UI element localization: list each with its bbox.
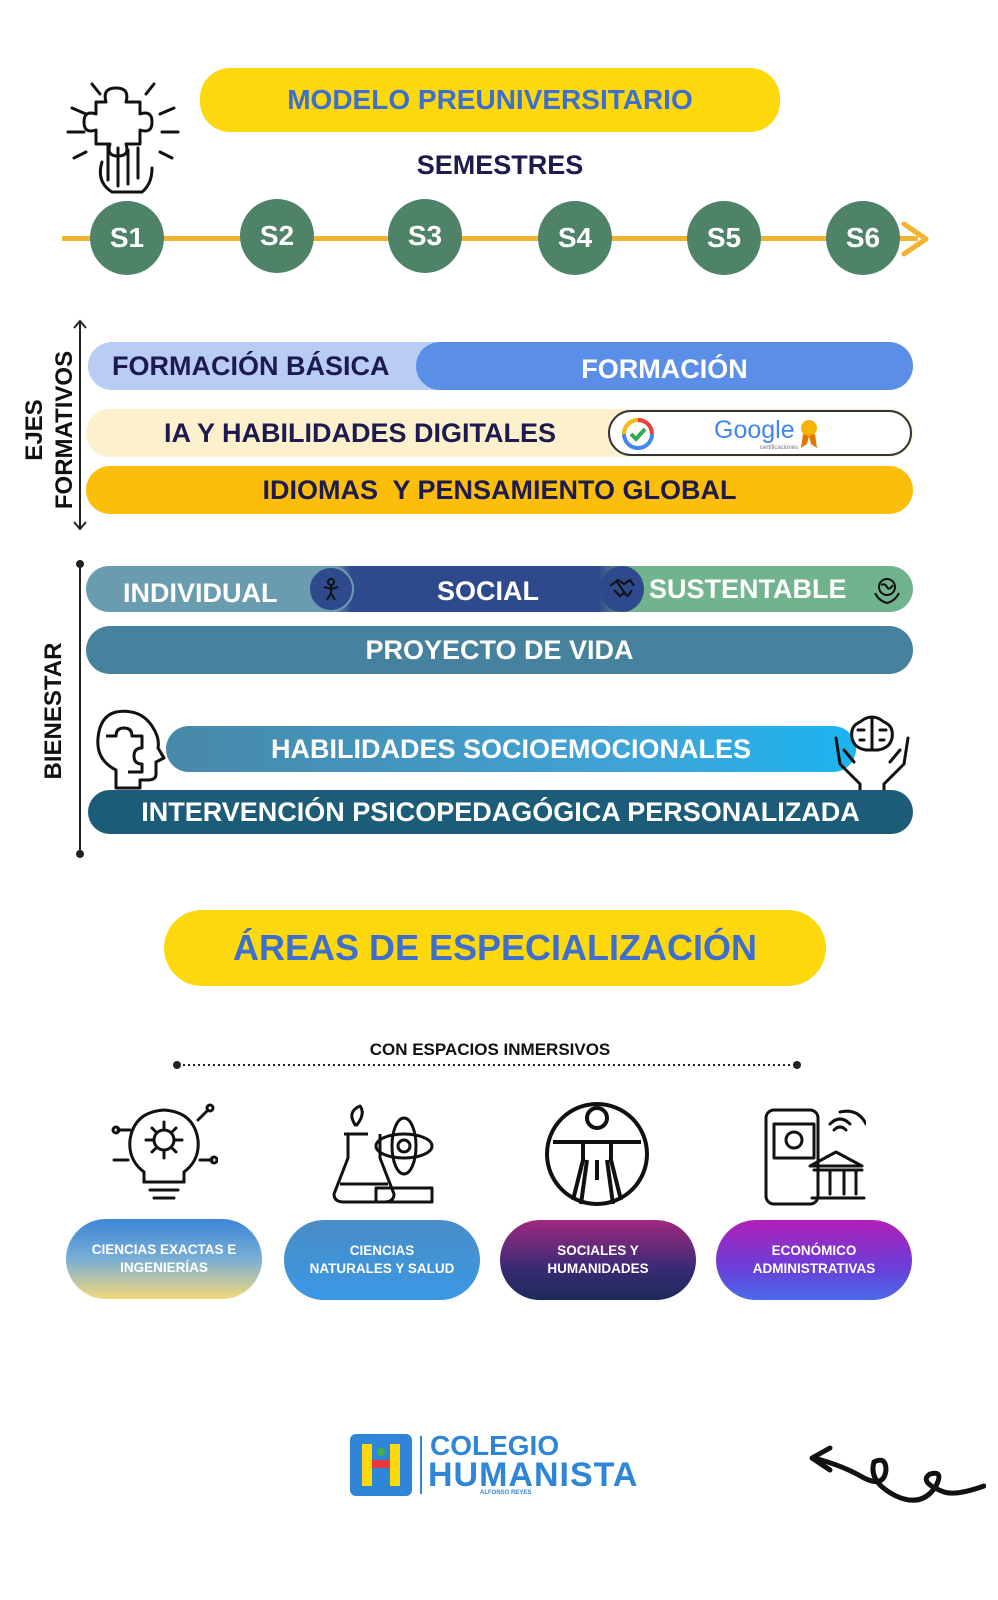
bienestar-dimensions-bar: INDIVIDUAL SOCIAL SUSTENTABLE xyxy=(86,566,913,612)
dotted-divider xyxy=(172,1060,802,1070)
lightbulb-gear-icon xyxy=(110,1100,218,1206)
logo-small: ALFONSO REYES xyxy=(480,1490,532,1496)
sustentable-label: SUSTENTABLE xyxy=(649,574,847,604)
head-puzzle-icon xyxy=(86,706,166,790)
formacion-label: FORMACIÓN xyxy=(581,353,748,384)
intervencion-bar: INTERVENCIÓN PSICOPEDAGÓGICA PERSONALIZA… xyxy=(88,790,913,834)
bienestar-label: BIENESTAR xyxy=(40,642,67,780)
timeline-line xyxy=(62,236,918,241)
area-ciencias-exactas: CIENCIAS EXACTAS E INGENIERÍAS xyxy=(66,1219,262,1299)
semester-1: S1 xyxy=(90,201,164,275)
ia-label: IA Y HABILIDADES DIGITALES xyxy=(164,417,557,448)
formacion-basica-label: FORMACIÓN BÁSICA xyxy=(112,350,390,381)
area-economico: ECONÓMICO ADMINISTRATIVAS xyxy=(716,1220,912,1300)
phone-bank-icon xyxy=(760,1104,866,1208)
area-ciencias-naturales: CIENCIAS NATURALES Y SALUD xyxy=(284,1220,480,1300)
semester-4: S4 xyxy=(538,201,612,275)
idiomas-bar: IDIOMAS Y PENSAMIENTO GLOBAL xyxy=(86,466,913,514)
semester-6: S6 xyxy=(826,201,900,275)
semester-5: S5 xyxy=(687,201,761,275)
formacion-bar: FORMACIÓN xyxy=(416,342,913,390)
area-sociales: SOCIALES Y HUMANIDADES xyxy=(500,1220,696,1300)
google-label: Google xyxy=(714,416,795,444)
proyecto-de-vida-bar: PROYECTO DE VIDA xyxy=(86,626,913,674)
school-logo-icon xyxy=(350,1434,412,1496)
google-check-icon xyxy=(620,416,656,452)
bienestar-bracket xyxy=(72,558,88,860)
logo-line2: HUMANISTA xyxy=(428,1456,639,1494)
google-badge: Google certificaciones xyxy=(608,410,912,456)
google-small-label: certificaciones xyxy=(760,445,799,451)
logo-line1: COLEGIO xyxy=(430,1430,560,1461)
ejes-formativos-label: EJES FORMATIVOS xyxy=(21,350,78,510)
habilidades-socioemocionales-bar: HABILIDADES SOCIOEMOCIONALES xyxy=(166,726,856,772)
semester-2: S2 xyxy=(240,199,314,273)
vitruvian-man-icon xyxy=(543,1100,651,1208)
timeline-arrow-icon xyxy=(900,220,932,258)
semester-3: S3 xyxy=(388,199,462,273)
earth-hands-icon xyxy=(864,566,910,612)
ejes-bracket xyxy=(72,318,88,532)
curly-arrow-icon xyxy=(806,1444,986,1514)
areas-title: ÁREAS DE ESPECIALIZACIÓN xyxy=(164,910,826,986)
flask-atom-icon xyxy=(332,1104,436,1206)
page-title: MODELO PREUNIVERSITARIO xyxy=(200,68,780,132)
individual-label: INDIVIDUAL xyxy=(123,578,278,608)
person-spark-icon xyxy=(308,566,354,612)
hands-brain-icon xyxy=(830,710,914,794)
puzzle-hand-icon xyxy=(62,72,184,196)
award-ribbon-icon xyxy=(798,418,820,450)
semesters-heading: SEMESTRES xyxy=(416,150,584,180)
handshake-icon xyxy=(600,566,644,612)
areas-subtitle: CON ESPACIOS INMERSIVOS xyxy=(369,1040,611,1059)
social-label: SOCIAL xyxy=(437,576,540,606)
logo-divider xyxy=(420,1436,422,1494)
